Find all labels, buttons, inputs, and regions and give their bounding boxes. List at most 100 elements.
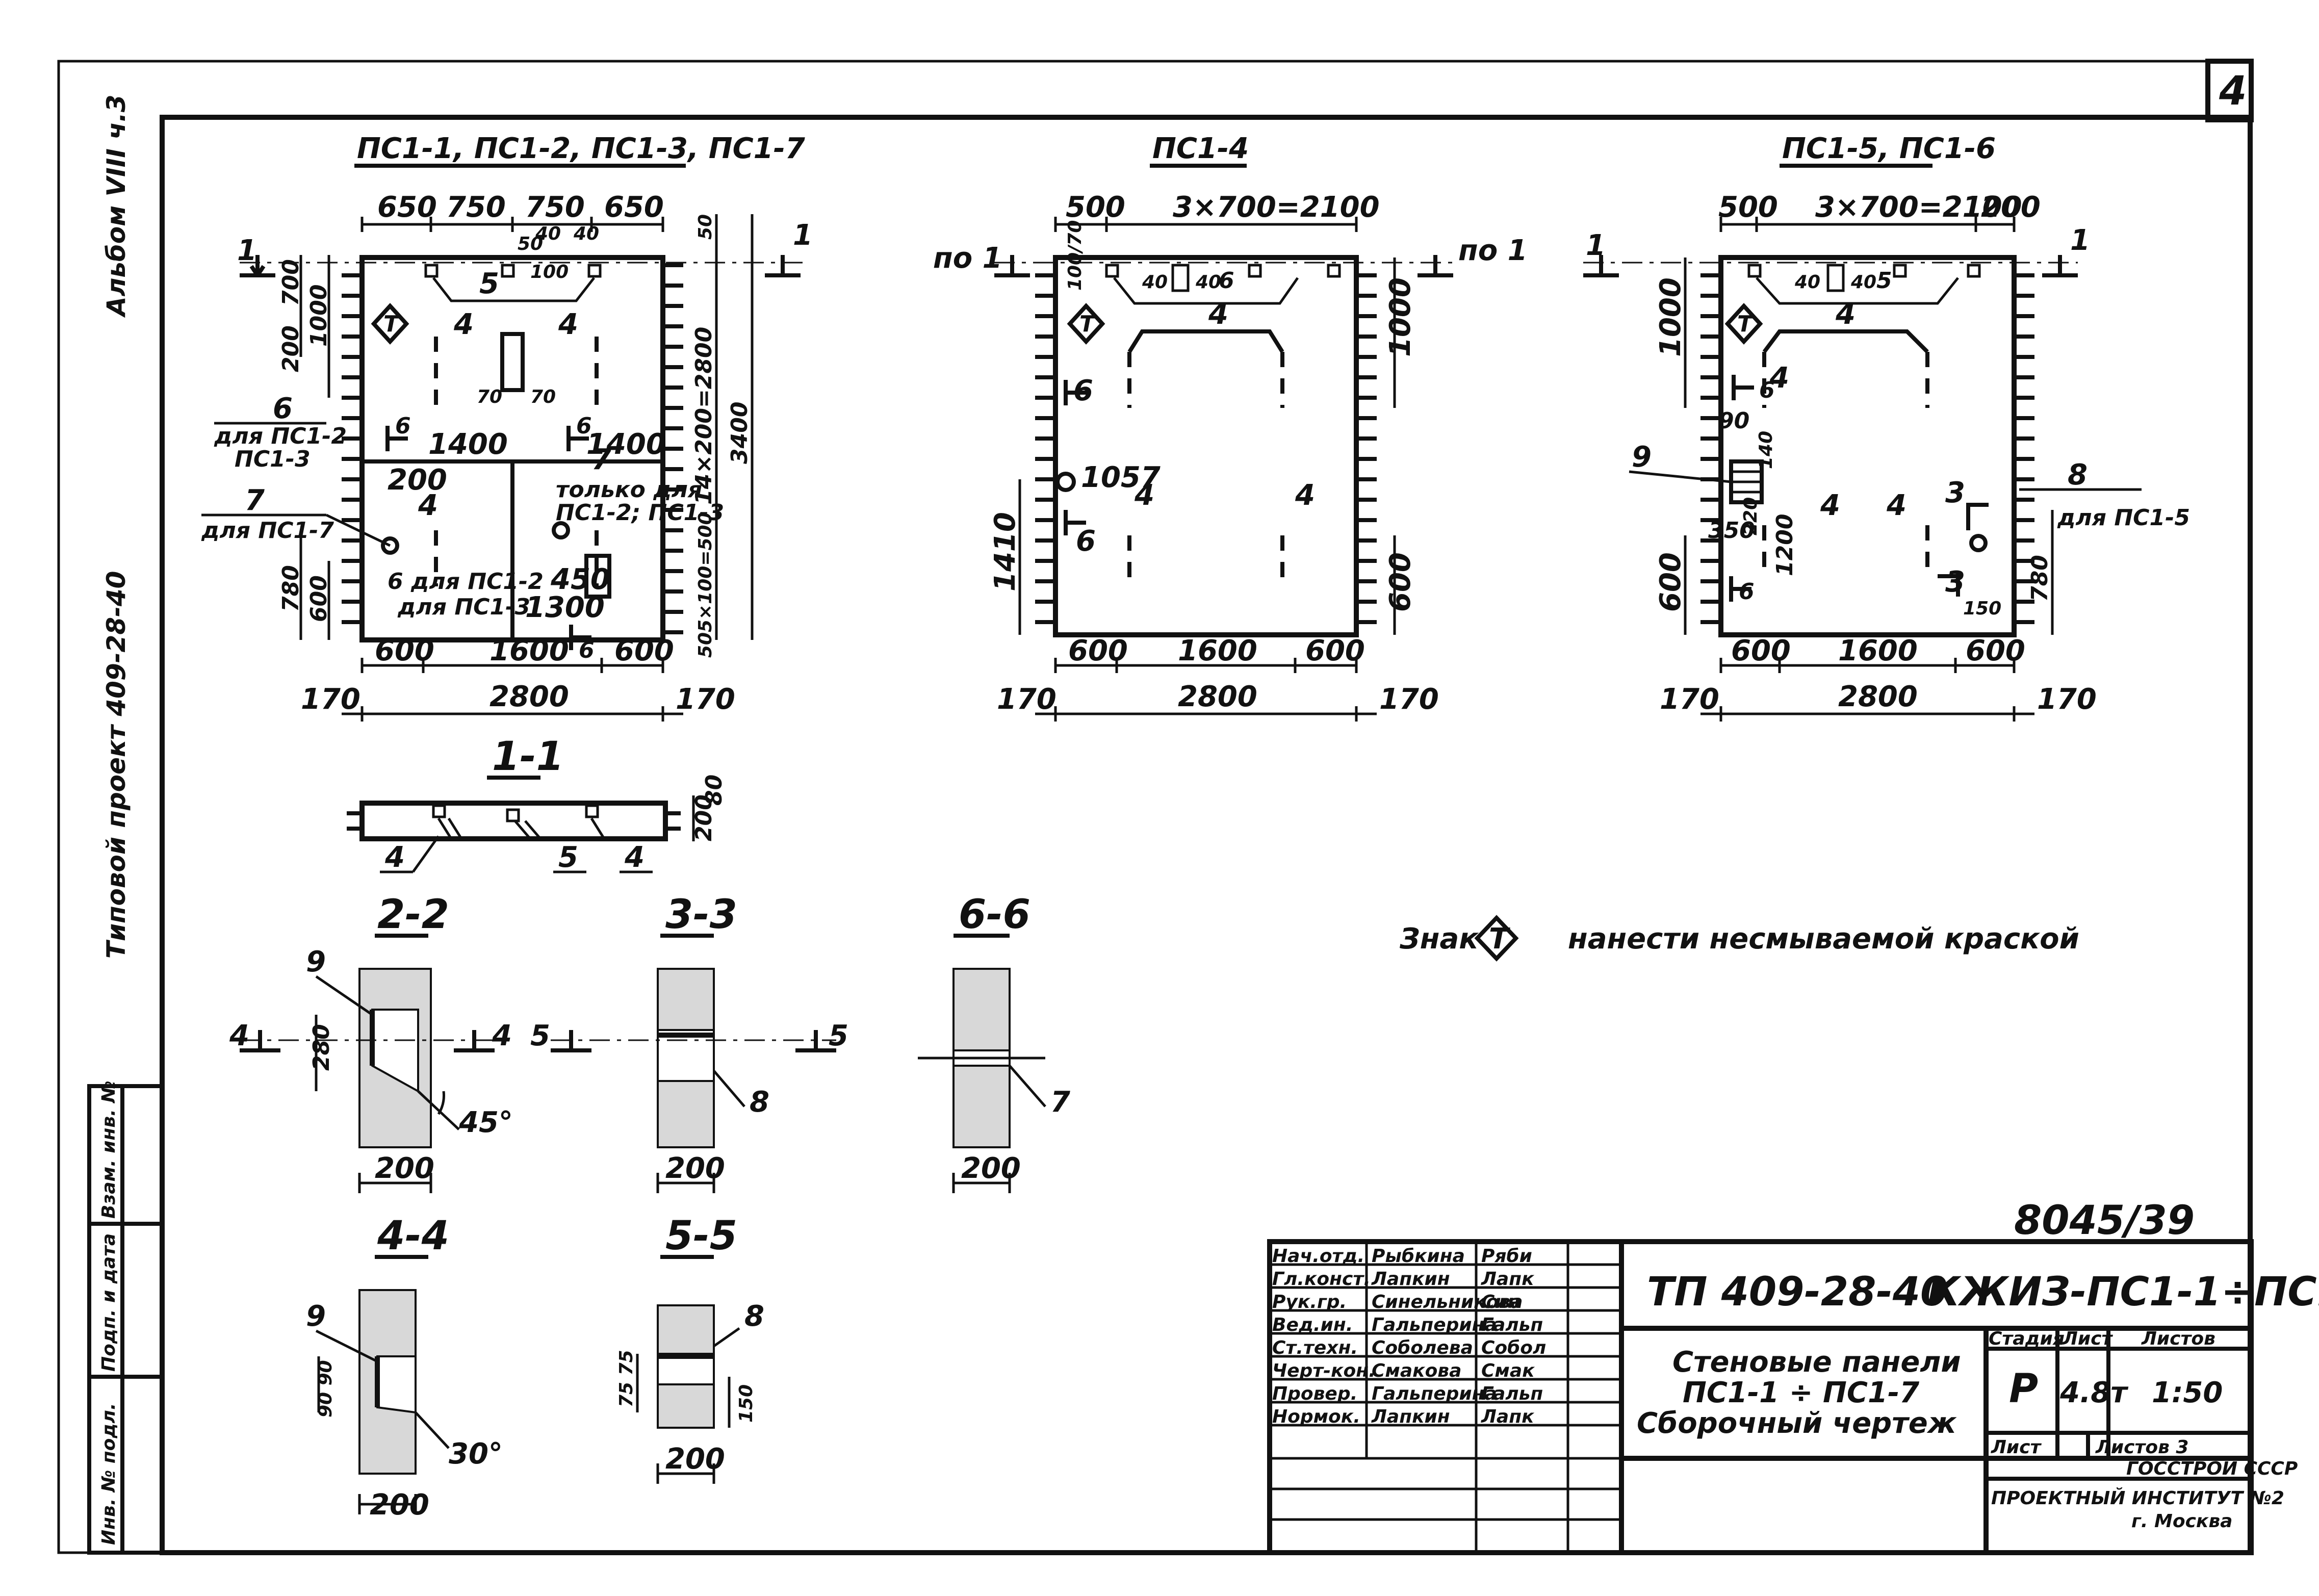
- s33-pos8: 8: [750, 1086, 769, 1119]
- v3-cut6-b: 6: [1739, 579, 1755, 605]
- tb-name-5: Соболева: [1372, 1337, 1473, 1358]
- section-4-4: 4-4 9 90 90 30° 200: [306, 1213, 503, 1522]
- v1-label-pos5: 5: [479, 267, 499, 300]
- s44-pos9: 9: [306, 1300, 326, 1333]
- v2-label-6a: 6: [1219, 268, 1234, 294]
- v3-label-pos4d: 4: [1886, 489, 1906, 522]
- tb-title-line-2: ПС1-1 ÷ ПС1-7: [1683, 1376, 1919, 1409]
- v3-dim-1200: 1200: [1772, 514, 1798, 576]
- v1-dim-left-5: 600: [306, 575, 332, 622]
- v1-label-pos6: 6: [273, 392, 293, 425]
- v3-label-pos4b: 4: [1769, 362, 1789, 395]
- s11-dim-200: 200: [691, 794, 717, 841]
- v1-dim-40b: 40: [573, 223, 599, 244]
- v1-dim-bot-2: 1600: [489, 634, 569, 667]
- s33-cut5-left: 5: [530, 1019, 550, 1052]
- s55-dim-7575: 75 75: [616, 1350, 637, 1407]
- v1-label-for-pc13: для ПС1-3: [397, 594, 530, 620]
- tb-sign-7: Гальп: [1481, 1383, 1543, 1404]
- tb-name-1: Рыбкина: [1372, 1246, 1465, 1267]
- v1-overall-width: 2800: [489, 680, 569, 713]
- section-6-6: 6-6 7 200: [918, 892, 1070, 1193]
- v1-label-6-for-pc12: 6 для ПС1-2: [388, 569, 544, 595]
- s22-dim-280: 280: [308, 1024, 334, 1071]
- v2-dim-top-1: 500: [1066, 191, 1125, 224]
- v2-dim-bot-1: 600: [1068, 634, 1128, 667]
- view-2-outline: [1053, 255, 1359, 637]
- v2-cut-left: по 1: [933, 242, 1002, 275]
- s11-dim-80: 80: [701, 775, 727, 806]
- v1-label-pc12-pc13: ПС1-2; ПС1-3: [556, 500, 724, 526]
- v2-dim-right-1: 1000: [1384, 277, 1417, 357]
- tb-role-6: Черт-кон.: [1272, 1360, 1376, 1381]
- v3-edge-left: 170: [1660, 683, 1719, 716]
- v3-cut3-b: 3: [1945, 565, 1965, 599]
- note-prefix: Знак: [1399, 922, 1479, 956]
- v3-dim-top-3: 200: [1981, 191, 2041, 224]
- section-3-3: 3-3 8 200 5 5: [530, 892, 848, 1193]
- v1-dim-left-4: 780: [278, 565, 304, 612]
- v2-dim-top-2: 3×700=2100: [1173, 191, 1380, 224]
- tb-sign-5: Собол: [1481, 1337, 1546, 1358]
- v3-dim-bot-2: 1600: [1838, 634, 1918, 667]
- tb-title-line-3: Сборочный чертеж: [1637, 1407, 1957, 1440]
- s44-angle: 30°: [449, 1437, 503, 1471]
- v2-dim-40a: 40: [1142, 272, 1168, 293]
- s55-pos8: 8: [744, 1300, 764, 1333]
- side-project-label: Типовой проект 409-28-40: [101, 571, 131, 959]
- tb-role-1: Нач.отд.: [1272, 1246, 1364, 1267]
- s44-dim-9090: 90 90: [315, 1360, 336, 1418]
- v3-label-pos9: 9: [1632, 441, 1652, 474]
- v1-dim-200: 200: [388, 464, 447, 497]
- v1-label-pos4b: 4: [558, 308, 578, 341]
- v3-label-pos4c: 4: [1820, 489, 1840, 522]
- v2-label-1057: 1057: [1081, 461, 1161, 494]
- v3-edge-right: 170: [2037, 683, 2097, 716]
- tb-name-4: Гальперина: [1372, 1315, 1497, 1335]
- s22-angle: 45°: [458, 1106, 513, 1139]
- v3-cut-left: 1: [1586, 229, 1606, 262]
- v1-label-pc13: ПС1-3: [235, 446, 311, 472]
- tb-sheets-label: Листов 3: [2095, 1437, 2188, 1458]
- v3-dim-left-2: 600: [1654, 552, 1687, 612]
- v1-dim-40a: 40: [535, 223, 561, 244]
- s55-dim-150: 150: [736, 1384, 757, 1423]
- v1-dim-top-4: 650: [604, 191, 664, 224]
- s11-pos4b: 4: [624, 841, 645, 874]
- section-5-5: 5-5 8 75 75 150 200: [616, 1213, 764, 1484]
- tb-role-7: Провер.: [1272, 1383, 1357, 1404]
- section-2-2-title: 2-2: [377, 892, 449, 938]
- v1-dim-left-1: 200: [278, 325, 304, 372]
- v1-dim-bot-1: 600: [375, 634, 434, 667]
- s22-pos9: 9: [306, 945, 326, 979]
- v1-label-pos4c: 4: [418, 489, 438, 522]
- s22-cut4-left: 4: [229, 1019, 249, 1052]
- v1-dim-70a: 70: [477, 387, 502, 407]
- s11-pos4a: 4: [384, 841, 405, 874]
- v1-dim-right-4: 50: [695, 214, 716, 240]
- paint-note: Знак T нанести несмываемой краской: [1399, 915, 2079, 962]
- page-number-box: [2205, 59, 2254, 122]
- v2-t-marker: T: [1079, 311, 1096, 337]
- v3-cut3-a: 3: [1945, 476, 1965, 509]
- v1-label-pos7b: 7: [591, 443, 611, 476]
- tb-title-line-1: Стеновые панели: [1672, 1346, 1961, 1379]
- tb-role-4: Вед.ин.: [1272, 1315, 1353, 1335]
- v3-overall-width: 2800: [1838, 680, 1918, 713]
- v1-dim-1400a: 1400: [428, 428, 508, 461]
- s44-dim-200: 200: [370, 1488, 429, 1522]
- view-1-title: ПС1-1, ПС1-2, ПС1-3, ПС1-7: [357, 132, 805, 165]
- s55-dim-200: 200: [665, 1443, 725, 1476]
- v3-dim-350: 350: [1708, 518, 1755, 544]
- tb-name-7: Гальперина: [1372, 1383, 1497, 1404]
- tb-role-2: Гл.конст.: [1272, 1269, 1371, 1290]
- v3-dim-90: 90: [1718, 408, 1749, 434]
- v3-t-marker: T: [1737, 311, 1754, 337]
- tb-sign-1: Ряби: [1481, 1246, 1532, 1267]
- v1-cut6-right: 6: [576, 413, 592, 439]
- v1-dim-1400b: 1400: [586, 428, 666, 461]
- view-3-title: ПС1-5, ПС1-6: [1782, 132, 1996, 165]
- v3-cut-right: 1: [2070, 224, 2090, 257]
- v1-cut-left: 1: [237, 234, 257, 267]
- s22-cut4-right: 4: [492, 1019, 512, 1052]
